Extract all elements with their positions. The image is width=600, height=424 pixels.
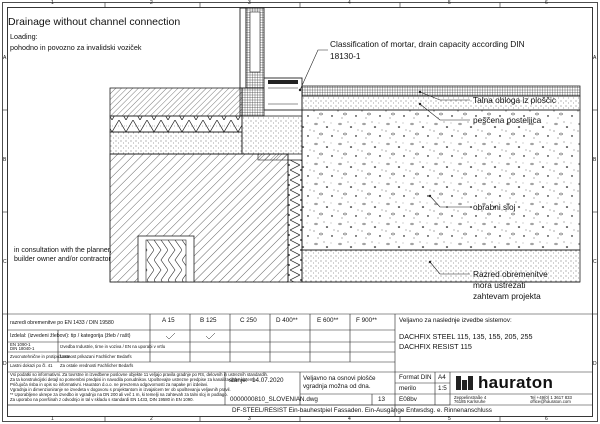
threshold [239, 87, 265, 117]
class-d400: D 400** [276, 317, 298, 324]
tb-row3a: EN 1090-1 [10, 342, 31, 347]
base-layer [301, 109, 581, 251]
class-e600: E 600** [317, 317, 339, 324]
company-logo-text: hauraton [478, 373, 554, 392]
tb-row3b: DIN 18040-1 [10, 346, 35, 351]
sand-bed-label: peščena posteljica [473, 115, 542, 125]
tb-date: 14.07.2020 [252, 377, 284, 384]
row-label-b-right: B [593, 157, 597, 163]
base-layer-label: obrabni sloj [473, 202, 516, 212]
drain-grating [268, 80, 298, 84]
col-label-5-bottom: 5 [448, 416, 451, 422]
col-label-3-bottom: 3 [248, 416, 251, 422]
tb-footer: DF-STEEL/RESIST Ein-bauhestpiel Fassaden… [232, 407, 492, 414]
tb-standard: razredi obremenitve po EN 1433 / DIN 195… [10, 320, 114, 326]
door-frame-inner [239, 7, 247, 89]
tb-products-2: DACHFIX RESIST 115 [399, 342, 472, 351]
tb-drawing-file: 0000000810_SLOVENIAN.dwg [230, 396, 318, 403]
tb-notes-3: Pričujoča risba in opis so informativni.… [10, 382, 209, 387]
tb-sheet-no: 13 [378, 396, 386, 403]
perimeter-insulation [287, 159, 303, 283]
tb-notes-4: Vgradnja in dimenzioniranje se izvedeta … [10, 387, 231, 392]
tb-row3c: Izvedba Industrie, tirne in voziva / EN … [60, 344, 166, 349]
row-label-c-right: C [593, 259, 597, 265]
col-label-2: 2 [150, 0, 153, 6]
tb-row2: Izdelal: (izvedeni žlebovi): tip / kateg… [10, 333, 131, 339]
floor-slab [109, 131, 243, 155]
tb-phone: Tel +49(0) 1 3617 833 [530, 395, 572, 400]
col-label-6: 6 [545, 0, 548, 6]
tb-row4c: Lastnost prikazani Fachlicher Bedarfs [60, 354, 132, 359]
row-label-a-right: A [593, 55, 597, 61]
col-label-1-bottom: 1 [51, 416, 54, 422]
tb-page-code: E08bv [399, 396, 417, 403]
drawing-title: Drainage without channel connection [8, 16, 181, 28]
class-a15: A 15 [162, 317, 175, 324]
tb-scale-value: 1:5 [438, 385, 447, 392]
col-label-3: 3 [248, 0, 251, 6]
title-block-grid [7, 313, 593, 417]
col-label-2-bottom: 2 [150, 416, 153, 422]
class-b125: B 125 [200, 317, 217, 324]
load-class-label-1: Razred obremenitve [473, 269, 548, 279]
class-c250: C 250 [240, 317, 257, 324]
row-label-b: B [3, 157, 7, 163]
tb-row4a: Zvocnotehnične in protipožarne [10, 354, 70, 359]
concrete-wall [109, 153, 289, 283]
mortar-note: Classification of mortar, drain capacity… [330, 39, 525, 49]
tb-row4b: Lastni dokazi po čl. 41 [10, 363, 53, 368]
tb-validity-1: Veljavno na osnovi plošče [303, 375, 376, 382]
col-label-6-bottom: 6 [545, 416, 548, 422]
tb-format-label: Format DIN [399, 374, 432, 381]
loading-value: pohodno in povozno za invalidski voziček [10, 43, 142, 52]
subgrade [301, 249, 581, 283]
tb-notes-2: Za ta konstrukcijski detajl so pomembni … [10, 377, 257, 382]
tb-date-label: stanje: [229, 377, 248, 384]
tb-email: office@hauraton.com [530, 399, 571, 404]
tb-address-2: 76185 Karlsruhe [454, 399, 486, 404]
col-label-1: 1 [51, 0, 54, 6]
load-class-label-3: zahtevam projekta [473, 291, 541, 301]
tb-notes-5: ** Uporabljene ukrepe za izvedbo in vgra… [10, 392, 228, 397]
col-label-4-bottom: 4 [348, 416, 351, 422]
col-label-5: 5 [448, 0, 451, 6]
mortar-note-2: 18130-1 [330, 51, 361, 61]
load-class-label-2: mora ustrezati [473, 280, 526, 290]
tb-format-value: A4 [438, 374, 446, 381]
tb-notes-6: Za uporabo na površinah z odvodnjo in ta… [10, 397, 194, 402]
class-f900: F 900** [356, 317, 378, 324]
loading-label: Loading: [10, 32, 38, 41]
tb-scale-label: merilo [399, 385, 417, 392]
screed-layer [109, 87, 243, 117]
hauraton-logo-icon [456, 376, 473, 390]
row-label-c: C [3, 259, 7, 265]
row-label-d-right: D [593, 361, 597, 367]
tb-valid-for: Veljavno za naslednje izvedbe sistemov: [399, 317, 512, 324]
insulation-layer [109, 115, 243, 133]
tb-notes-1: Vsi podatki so informativni. Za tovrstne… [10, 372, 269, 377]
tb-validity-2: vgradnja možna od dna. [303, 383, 371, 390]
tb-address-1: Zeppelinstraße 4 [454, 395, 487, 400]
tb-row5: Za ostale vrednosti Fachlicher Bedarfs [60, 363, 134, 368]
tiles-label: Talna obloga iz ploščic [473, 95, 557, 105]
leader-lines [299, 49, 470, 275]
row-label-d: D [3, 361, 7, 367]
tb-products-1: DACHFIX STEEL 115, 135, 155, 205, 255 [399, 332, 533, 341]
basement-insulation [145, 239, 187, 283]
col-label-4: 4 [348, 0, 351, 6]
row-label-a: A [3, 55, 7, 61]
consultation-note: in consultation with the planner, builde… [14, 247, 112, 264]
